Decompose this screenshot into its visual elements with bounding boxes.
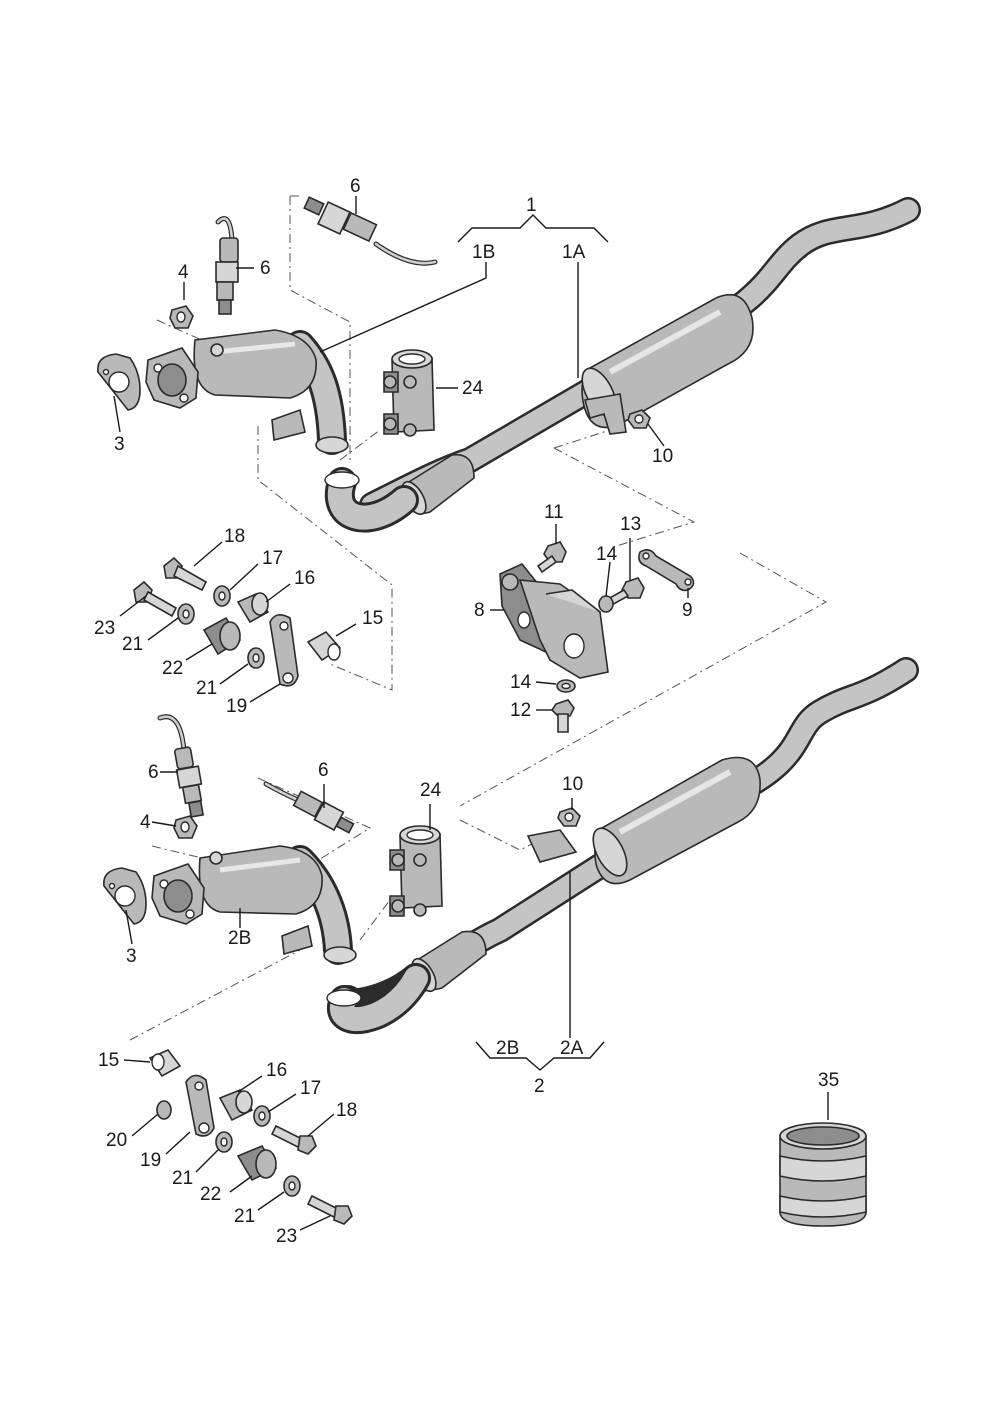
pipe-bracket-1 <box>583 393 627 435</box>
washer-14a <box>598 595 614 613</box>
bracket-2 <box>475 1041 605 1071</box>
callout: 2B <box>496 1038 519 1059</box>
bracket-1 <box>457 214 609 243</box>
lambda-sensor-6a-upper <box>215 216 239 315</box>
callout: 11 <box>544 502 564 523</box>
sleeve-35 <box>779 1092 867 1227</box>
rear-muffler-2A <box>592 756 761 885</box>
callout: 17 <box>262 548 283 569</box>
callout: 3 <box>114 434 125 455</box>
gasket-3-upper <box>97 353 141 411</box>
exhaust-pipe-1 <box>324 197 921 533</box>
callout: 4 <box>140 812 151 833</box>
bushing-16-lower <box>218 1089 254 1122</box>
callout: 6 <box>318 760 329 781</box>
leader-1B <box>319 262 487 353</box>
callout: 2 <box>534 1076 545 1097</box>
callout: 24 <box>420 780 442 801</box>
cat-bracket-upper <box>271 408 306 442</box>
callout: 1A <box>562 242 586 263</box>
callout: 16 <box>294 568 315 589</box>
callout: 6 <box>260 258 271 279</box>
spacer-15-lower <box>148 1049 182 1078</box>
nut-20-lower <box>156 1100 172 1120</box>
callout: 15 <box>98 1050 119 1071</box>
lambda-sensor-6a-lower <box>157 714 205 818</box>
nut-4-lower <box>173 815 198 839</box>
bolt-23-lower <box>306 1194 353 1225</box>
bolt-12 <box>550 699 575 733</box>
assembly-upper <box>97 195 921 807</box>
lambda-sensor-6b-lower <box>263 781 355 834</box>
leader-lines <box>113 196 689 1231</box>
front-catalyst-upper <box>145 329 349 455</box>
lambda-sensor-6b-upper <box>303 196 438 266</box>
callout-labels: 1 1A 1B 6 6 4 3 24 10 18 17 16 15 23 21 … <box>94 176 839 1247</box>
reference-lines-upper <box>156 195 828 807</box>
callout: 19 <box>226 696 247 717</box>
callout: 14 <box>596 544 618 565</box>
callout: 2A <box>560 1038 584 1059</box>
hanger-19-upper <box>269 614 299 687</box>
callout: 6 <box>148 762 159 783</box>
nut-4-upper <box>169 305 194 329</box>
callout: 13 <box>620 514 641 535</box>
callout: 1B <box>472 242 495 263</box>
front-catalyst-lower <box>151 845 357 965</box>
rubber-mount-22-lower <box>236 1145 278 1182</box>
callout: 4 <box>178 262 189 283</box>
callout: 8 <box>474 600 485 621</box>
strap-9 <box>638 548 695 592</box>
callout: 21 <box>172 1168 193 1189</box>
callout: 19 <box>140 1150 161 1171</box>
clamp-24-upper <box>383 349 435 437</box>
callout: 21 <box>122 634 143 655</box>
callout: 10 <box>562 774 583 795</box>
callout: 18 <box>336 1100 357 1121</box>
clamp-24-lower <box>389 825 443 917</box>
pipe-bracket-2 <box>526 829 578 863</box>
bolt-18-upper <box>163 556 208 592</box>
callout: 21 <box>234 1206 255 1227</box>
callout: 9 <box>682 600 693 621</box>
callout: 14 <box>510 672 532 693</box>
mount-hardware-upper <box>133 556 342 687</box>
rear-muffler-1A <box>581 293 754 429</box>
callout: 15 <box>362 608 383 629</box>
callout: 22 <box>200 1184 221 1205</box>
callout: 24 <box>462 378 484 399</box>
nut-10-upper <box>627 409 651 429</box>
callout: 23 <box>276 1226 297 1247</box>
callout: 22 <box>162 658 183 679</box>
callout: 17 <box>300 1078 321 1099</box>
callout: 21 <box>196 678 217 699</box>
callout: 6 <box>350 176 361 197</box>
hanger-19-lower <box>185 1074 215 1137</box>
assembly-lower <box>103 657 919 1071</box>
bolt-11 <box>536 541 567 574</box>
gasket-3-lower <box>103 867 147 925</box>
callout: 23 <box>94 618 115 639</box>
callout: 1 <box>526 195 537 216</box>
bolt-18-lower <box>270 1124 317 1155</box>
spacer-15-upper <box>306 630 342 662</box>
bolt-23-upper <box>133 580 178 618</box>
bushing-16-upper <box>236 592 270 624</box>
callout: 20 <box>106 1130 127 1151</box>
callout: 2B <box>228 928 251 949</box>
callout: 35 <box>818 1070 839 1091</box>
callout: 10 <box>652 446 673 467</box>
mount-hardware-lower <box>148 1049 353 1225</box>
nut-10-lower <box>557 807 581 827</box>
cat-bracket-lower <box>281 924 313 956</box>
exhaust-pipe-2 <box>326 657 919 1034</box>
callout: 12 <box>510 700 531 721</box>
rubber-mount-22-upper <box>202 616 242 656</box>
callout: 16 <box>266 1060 287 1081</box>
callout: 3 <box>126 946 137 967</box>
callout: 18 <box>224 526 245 547</box>
